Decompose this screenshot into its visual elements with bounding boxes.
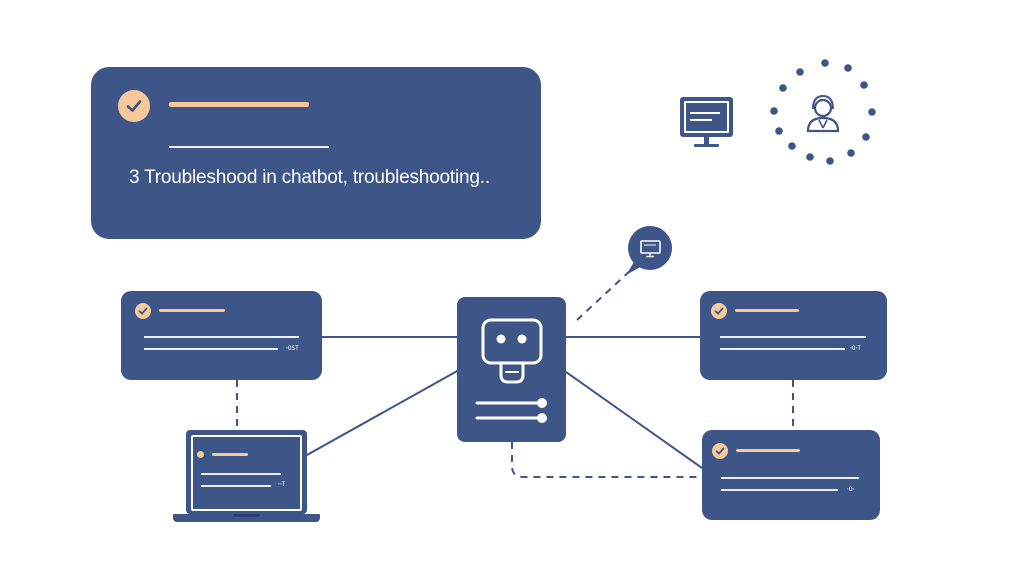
divider-line — [169, 146, 329, 148]
dot — [844, 64, 852, 72]
dot — [779, 84, 787, 92]
card-tag: ꞏOꞏT — [850, 345, 861, 352]
dot — [826, 157, 834, 165]
chatbot-hub — [457, 297, 566, 442]
content-line — [720, 348, 845, 350]
dot — [847, 149, 855, 157]
card-tag: ꞏOST — [286, 345, 299, 352]
title-placeholder-bar — [736, 449, 800, 452]
content-line — [201, 473, 281, 475]
laptop-screen: ꞏꞏT — [186, 430, 307, 514]
connector-hub-to-right-bottom — [565, 371, 703, 469]
dot — [821, 59, 829, 67]
robot-icon — [475, 318, 547, 423]
ticket-card-right-bottom: ꞏOꞏ — [702, 430, 880, 520]
card-tag: ꞏOꞏ — [847, 486, 855, 493]
content-line — [721, 477, 859, 479]
content-line — [144, 336, 299, 338]
monitor-icon — [680, 97, 733, 147]
card-tag: ꞏꞏT — [278, 481, 286, 488]
check-icon — [711, 303, 727, 319]
ticket-card-right-top: ꞏOꞏT — [700, 291, 887, 380]
connector-laptop-to-hub — [297, 369, 460, 461]
ticket-card-left-top: ꞏOST — [121, 291, 322, 380]
dot — [860, 81, 868, 89]
check-icon — [118, 90, 150, 122]
dot — [788, 142, 796, 150]
check-icon — [712, 443, 728, 459]
check-icon — [197, 451, 204, 458]
content-line — [720, 336, 866, 338]
title-placeholder-bar — [212, 453, 248, 456]
dashed-connector-bubble — [576, 268, 633, 321]
headset-agent-icon — [770, 59, 876, 165]
dot — [770, 107, 778, 115]
hero-card: 3 Troubleshood in chatbot, troubleshooti… — [91, 67, 541, 239]
dot — [868, 108, 876, 116]
title-placeholder-bar — [159, 309, 225, 312]
laptop-notch — [233, 514, 260, 517]
title-placeholder-bar — [169, 102, 309, 107]
dot — [796, 68, 804, 76]
dot — [775, 127, 783, 135]
content-line — [144, 348, 278, 350]
dashed-connector-hub-bottom — [511, 442, 702, 478]
chat-monitor-icon — [626, 226, 672, 275]
content-line — [201, 485, 271, 487]
hero-card-text: 3 Troubleshood in chatbot, troubleshooti… — [129, 167, 490, 188]
title-placeholder-bar — [735, 309, 799, 312]
content-line — [721, 489, 838, 491]
dot — [862, 133, 870, 141]
check-icon — [135, 303, 151, 319]
dot — [806, 153, 814, 161]
laptop-base — [173, 514, 320, 522]
